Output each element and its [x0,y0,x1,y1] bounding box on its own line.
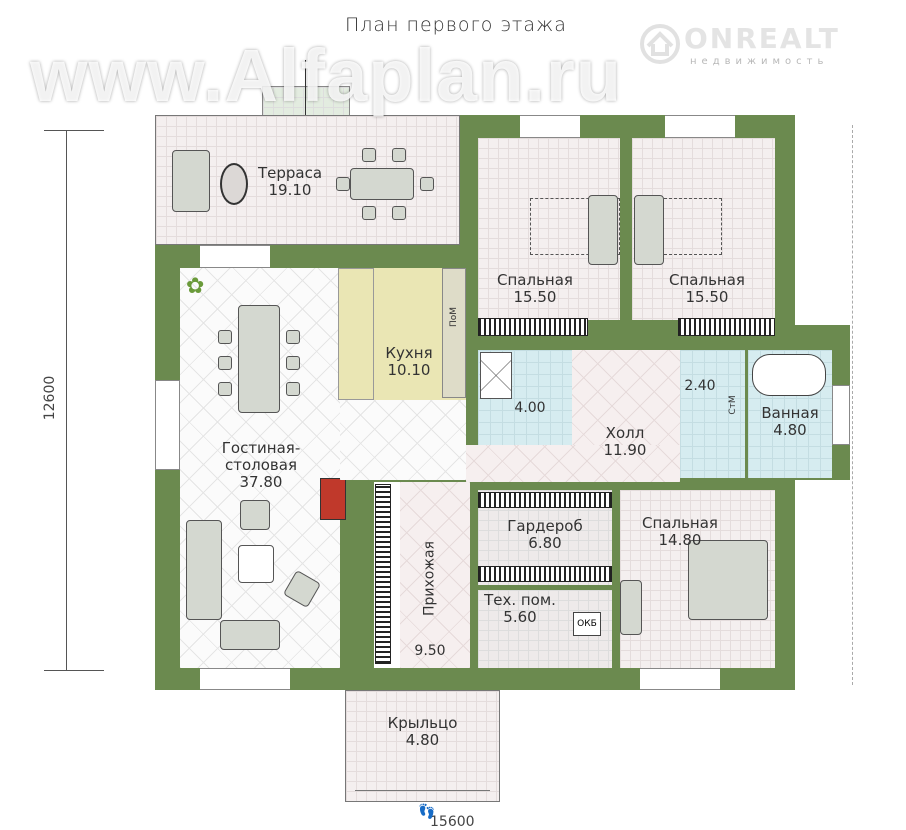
chair [218,356,232,370]
terrace-step [262,86,350,118]
height-dimension: 12600 [42,375,58,421]
coffee-table [238,545,274,583]
entry-label: Прихожая [421,541,438,616]
chair [286,382,300,396]
room-wc [680,350,745,478]
closet [478,318,588,336]
room-tech [478,590,612,668]
house-icon [640,24,680,64]
chair [286,330,300,344]
sofa [172,150,210,212]
bed [588,195,618,265]
hall-corridor [466,445,680,482]
wc-label: 2.40 [684,378,716,394]
room-entry [400,482,470,668]
boiler-label: ОКБ [573,612,601,636]
chair [336,177,350,191]
entry-area: 9.50 [414,643,446,659]
chair [286,356,300,370]
plant-icon: ✿ [186,274,205,299]
chair [392,148,406,162]
width-dimension: 15600 [430,814,475,830]
window [832,385,850,445]
washer-label: СтМ [728,395,738,415]
armchair [620,580,642,635]
bed [634,195,664,265]
coffee-table [220,163,248,205]
tech-label: Тех. пом.5.60 [484,591,556,626]
terrace-dining-table [350,168,414,200]
armchair [240,500,270,530]
bathtub [752,354,826,396]
shower [480,352,512,399]
chair [392,206,406,220]
window [520,115,580,138]
room-bedroom-1 [478,138,620,320]
guide-line [852,125,854,685]
logo-name: ONREALT [684,22,840,55]
entry-arrow [305,60,306,118]
bed [688,540,768,620]
kitchen-counter [442,268,466,398]
chair [362,148,376,162]
rug [530,198,620,255]
chair [218,382,232,396]
footprints-icon: 👣 [418,804,436,820]
closet [478,566,612,582]
closet [375,484,391,664]
bathroom-label: 4.00 [514,400,546,416]
dishwasher-label: ПоМ [449,306,459,328]
watermark: www.Alfaplan.ru [30,34,622,117]
logo-subtitle: недвижимость [690,56,829,67]
window [200,245,270,268]
dimension-tick [44,130,104,131]
chair [362,206,376,220]
window [665,115,735,138]
window [155,380,180,470]
plan-title: План первого этажа [345,14,567,36]
fireplace-icon [320,478,346,520]
sofa [186,520,222,620]
porch-step [355,790,490,802]
chair [420,177,434,191]
closet [478,492,612,508]
sofa [220,620,280,650]
height-dimension-line [66,130,67,670]
window [200,668,290,690]
closet [678,318,775,336]
chair [218,330,232,344]
onrealt-logo: ONREALT недвижимость [640,22,890,72]
dimension-tick [44,670,104,671]
window [640,668,720,690]
dining-table [238,305,280,413]
kitchen-island [338,268,374,400]
